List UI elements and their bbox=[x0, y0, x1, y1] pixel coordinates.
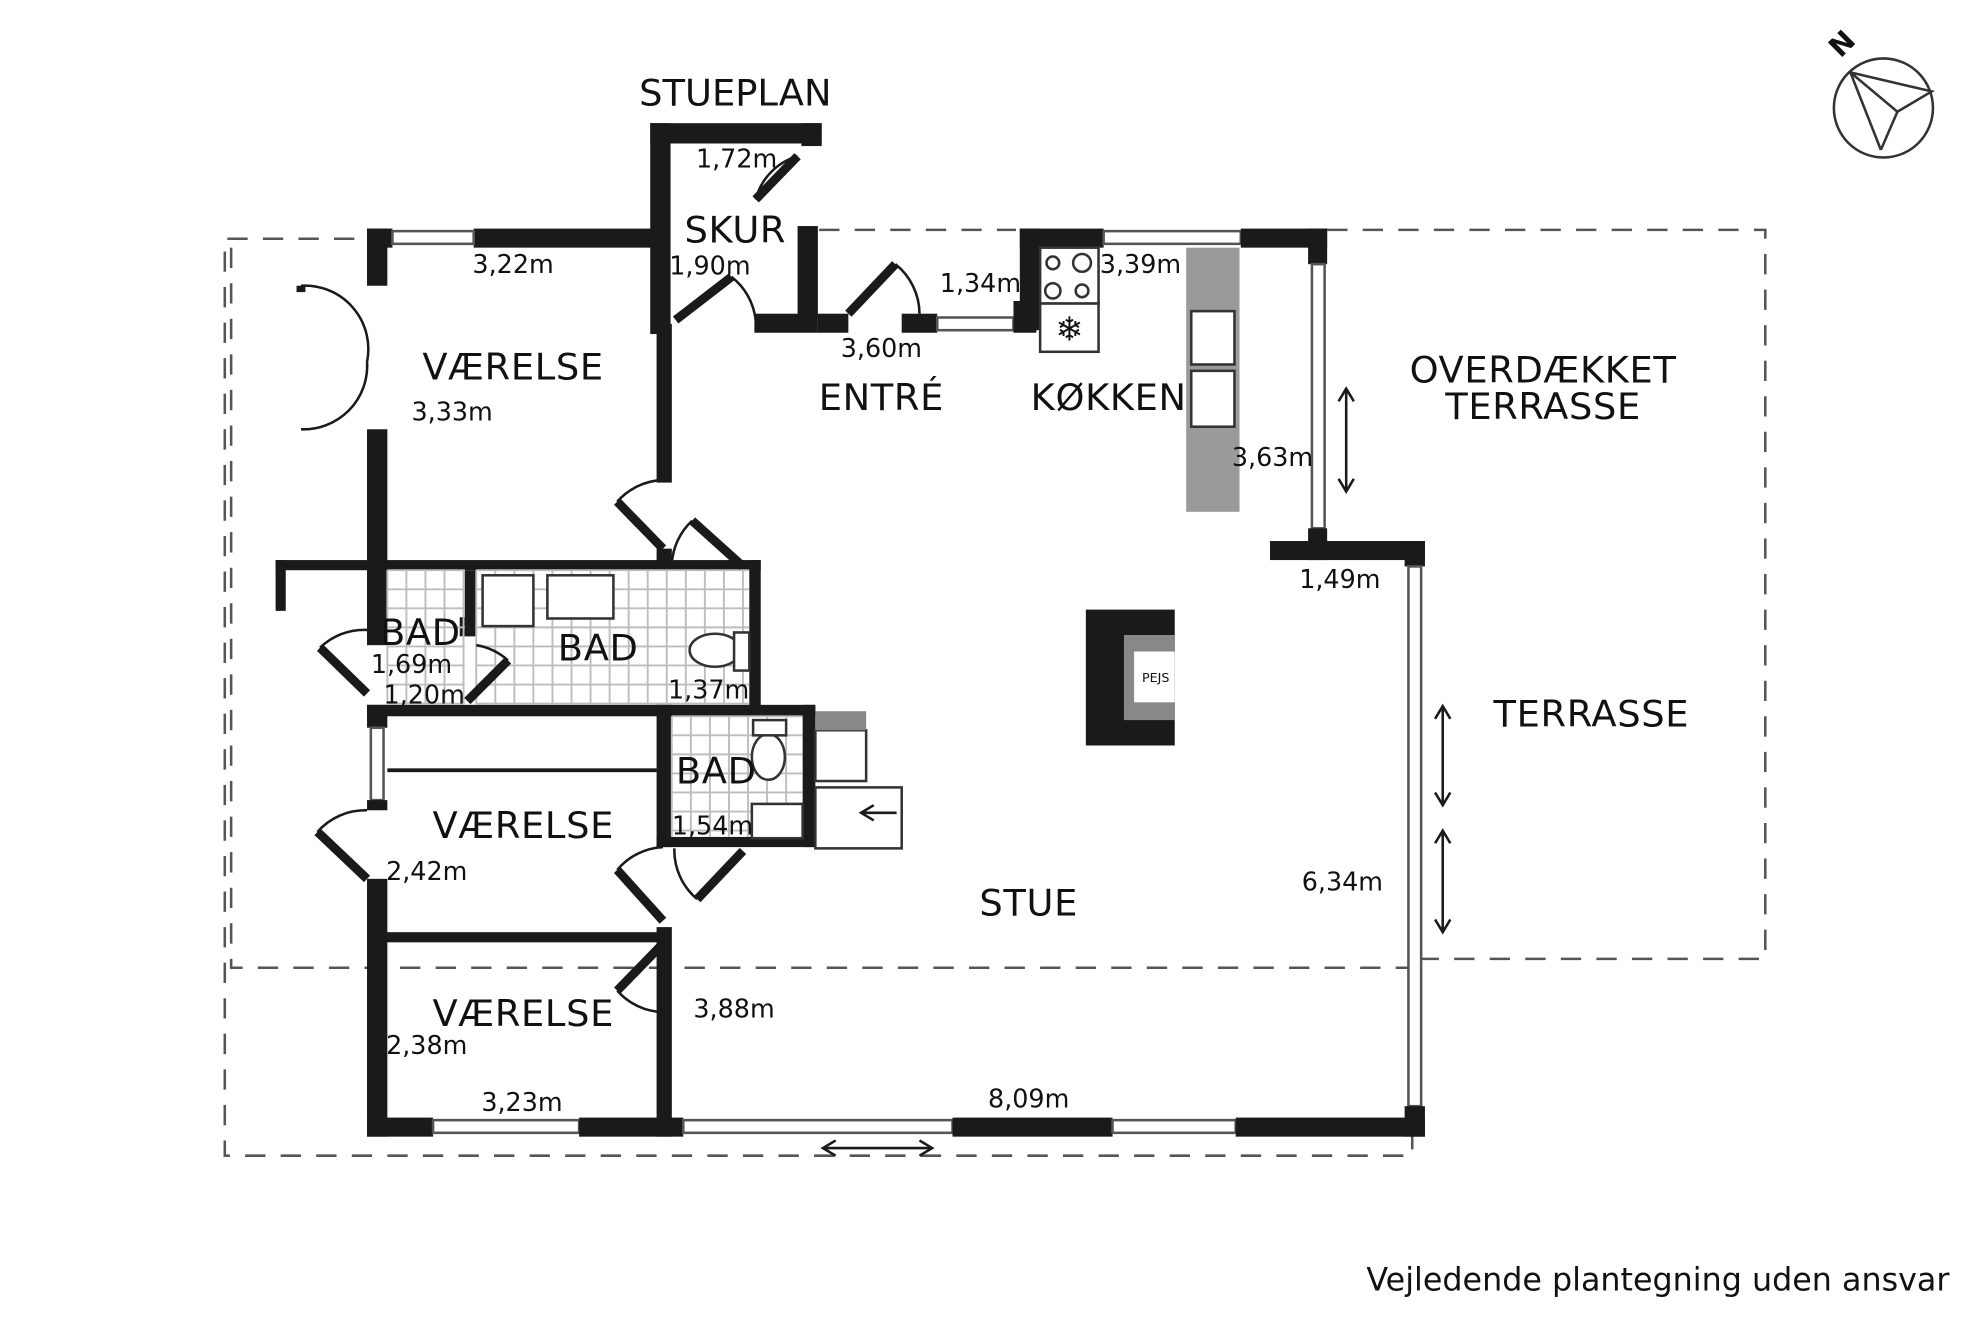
room-entre: ENTRÉ bbox=[819, 375, 944, 419]
dimension-label: 3,22m bbox=[472, 249, 553, 279]
room-bad-small: BAD bbox=[380, 611, 461, 654]
compass-north-label: N bbox=[1822, 24, 1862, 64]
dimension-label: 1,20m bbox=[384, 680, 465, 710]
room-overdaekket-line2: TERRASSE bbox=[1444, 385, 1641, 428]
kitchen-counter: ❄ bbox=[1038, 246, 1240, 512]
fireplace-label: PEJS bbox=[1142, 670, 1169, 685]
dimension-label: 1,69m bbox=[371, 649, 452, 679]
dimension-label: 1,72m bbox=[696, 144, 777, 174]
dimension-label: 3,23m bbox=[481, 1087, 562, 1117]
dimension-label: 1,37m bbox=[668, 675, 749, 705]
room-stue: STUE bbox=[979, 882, 1078, 925]
plan-title: STUEPLAN bbox=[639, 71, 831, 114]
room-bad-main: BAD bbox=[558, 626, 639, 669]
room-vaerelse-bottom: VÆRELSE bbox=[433, 992, 614, 1035]
room-kokken: KØKKEN bbox=[1031, 376, 1187, 419]
room-vaerelse-top: VÆRELSE bbox=[422, 346, 603, 389]
dimension-label: 1,34m bbox=[940, 268, 1021, 298]
sliding-door-arrows bbox=[820, 386, 1452, 1157]
dimension-label: 3,60m bbox=[841, 333, 922, 363]
room-bad-mid: BAD bbox=[676, 750, 757, 793]
labels: STUEPLAN SKUR VÆRELSE ENTRÉ KØKKEN OVERD… bbox=[371, 71, 1951, 1298]
dimension-label: 1,49m bbox=[1299, 564, 1380, 594]
dimension-label: 3,33m bbox=[411, 396, 492, 426]
dimension-label: 3,88m bbox=[693, 993, 774, 1023]
svg-text:❄: ❄ bbox=[1056, 309, 1084, 348]
dimension-label: 1,54m bbox=[672, 810, 753, 840]
dimension-label: 8,09m bbox=[988, 1083, 1069, 1113]
dimension-label: 2,42m bbox=[386, 856, 467, 886]
bathroom-fixtures bbox=[481, 574, 903, 850]
room-overdaekket-line1: OVERDÆKKET bbox=[1410, 348, 1677, 391]
fireplace: PEJS bbox=[1085, 609, 1175, 746]
dimension-label: 3,39m bbox=[1100, 249, 1181, 279]
room-skur: SKUR bbox=[685, 209, 787, 252]
compass-icon: N bbox=[1822, 24, 1936, 159]
room-vaerelse-mid: VÆRELSE bbox=[433, 804, 614, 847]
walls bbox=[275, 123, 1425, 1137]
room-terrasse: TERRASSE bbox=[1492, 692, 1689, 735]
dimension-label: 3,63m bbox=[1232, 442, 1313, 472]
dimension-label: 2,38m bbox=[386, 1030, 467, 1060]
terrace-outline bbox=[223, 228, 1767, 1157]
dimension-label: 6,34m bbox=[1302, 866, 1383, 896]
dimension-label: 1,90m bbox=[669, 250, 750, 280]
disclaimer: Vejledende plantegning uden ansvar bbox=[1366, 1262, 1950, 1298]
doors bbox=[296, 153, 921, 1014]
